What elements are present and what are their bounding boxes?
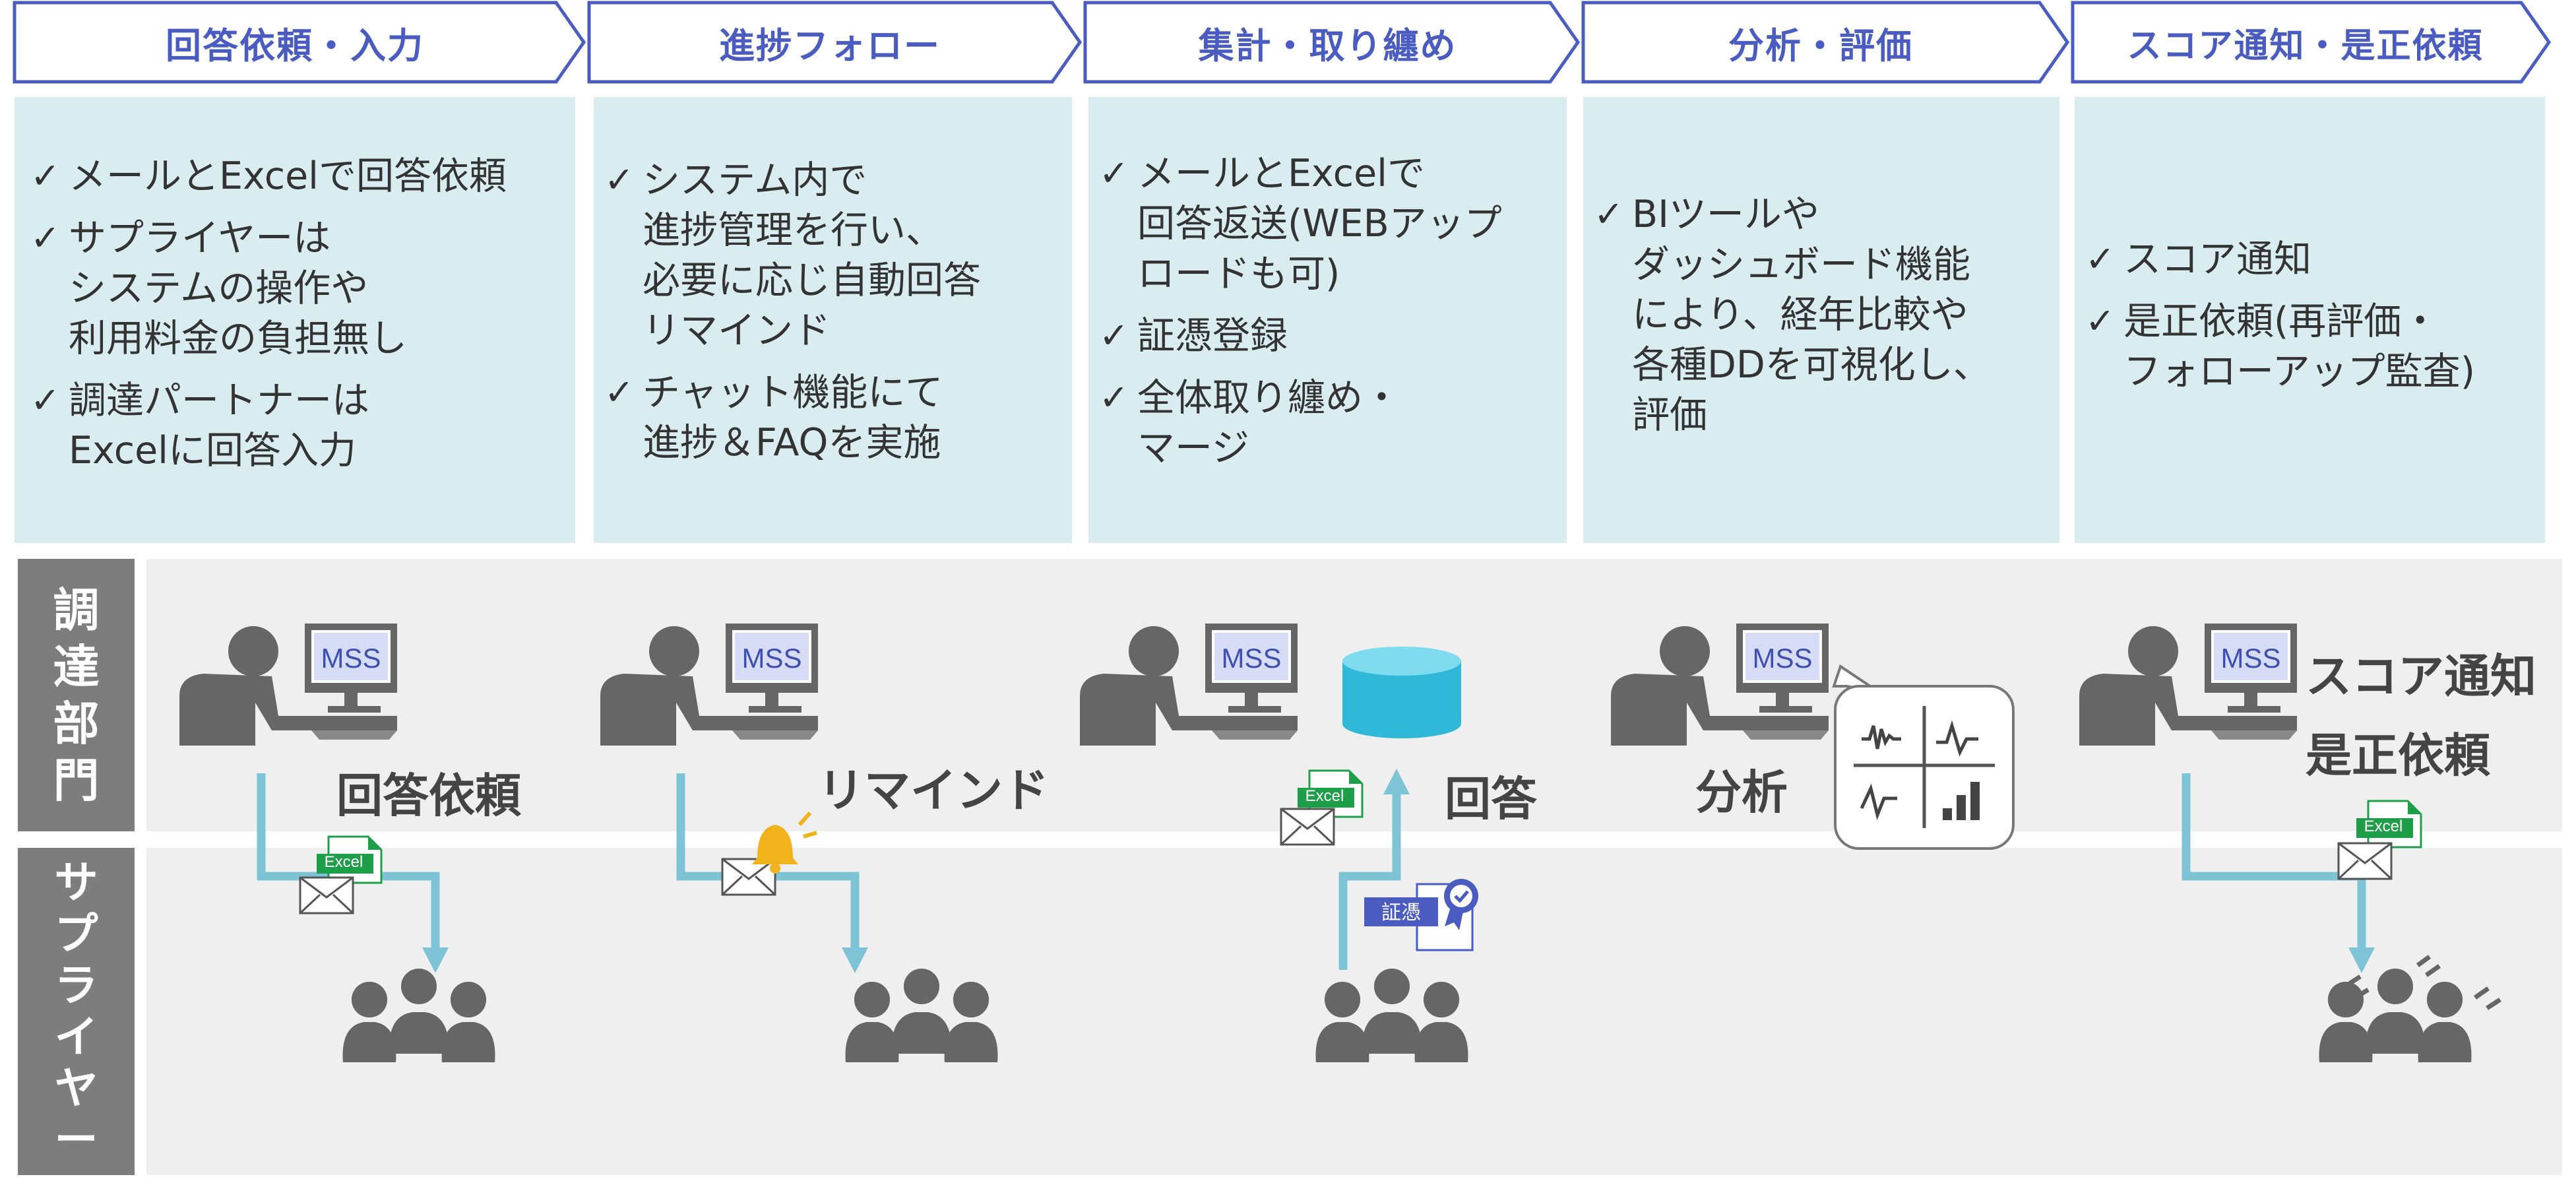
description-box-input: ✓メールとExcelで回答依頼 ✓サプライヤーはシステムの操作や利用料金の負担無…	[15, 97, 575, 543]
check-icon: ✓	[604, 159, 635, 201]
svg-text:Excel: Excel	[1305, 787, 1344, 805]
description-item: ✓チャット機能にて進捗＆FAQを実施	[602, 368, 1072, 468]
evidence-doc-icon: 証憑	[1364, 879, 1478, 951]
monitor-label: MSS	[2220, 643, 2280, 674]
check-icon: ✓	[30, 379, 61, 421]
step-label-aggregate: 集計・取り纏め	[1198, 24, 1457, 67]
description-item: ✓是正依頼(再評価・フォローアップ監査)	[2083, 296, 2545, 397]
description-item: ✓システム内で進捗管理を行い、必要に応じ自動回答リマインド	[602, 155, 1072, 356]
monitor-label: MSS	[1752, 643, 1812, 674]
description-item: ✓スコア通知	[2083, 234, 2545, 284]
lane-label-supplier: サ プ ラ イ ヤ ー	[18, 848, 135, 1175]
waveform-icon	[1862, 725, 1901, 750]
signal-icon	[1860, 783, 1897, 821]
alert-marks-icon	[2344, 955, 2501, 1010]
remind-mail-icon	[721, 812, 817, 896]
bell-icon	[752, 812, 817, 874]
check-icon: ✓	[1099, 377, 1129, 418]
step-arrow-3	[1083, 1, 1581, 84]
pulse-icon	[1936, 720, 1978, 757]
check-icon: ✓	[2085, 300, 2116, 342]
score-arrow	[2182, 773, 2366, 950]
step-arrow-1	[13, 1, 586, 84]
remind-arrow-head	[842, 947, 868, 973]
monitor-label: MSS	[741, 643, 801, 674]
score-mail-icon: Excel	[2337, 800, 2422, 880]
answer-arrow	[1338, 792, 1401, 970]
description-item: ✓全体取り纏め・マージ	[1096, 373, 1567, 473]
description-item: ✓BIツールやダッシュボード機能により、経年比較や各種DDを可視化し、評価	[1591, 189, 2059, 440]
step-label-score: スコア通知・是正依頼	[2127, 26, 2484, 66]
step-label-input: 回答依頼・入力	[166, 24, 424, 67]
check-icon: ✓	[2085, 238, 2116, 280]
check-icon: ✓	[1099, 152, 1129, 194]
description-box-analysis: ✓BIツールやダッシュボード機能により、経年比較や各種DDを可視化し、評価	[1583, 97, 2059, 543]
description-item: ✓メールとExcelで回答返送(WEBアップロードも可)	[1096, 148, 1567, 299]
database-icon	[1342, 647, 1461, 738]
check-icon: ✓	[30, 155, 61, 197]
svg-text:Excel: Excel	[2364, 817, 2403, 835]
score-arrow-head	[2348, 947, 2375, 973]
procurement-user-2-icon	[600, 624, 818, 746]
check-icon: ✓	[604, 371, 635, 413]
svg-text:Excel: Excel	[325, 853, 363, 871]
lane-label-procurement: 調 達 部 門	[18, 559, 135, 831]
description-box-aggregate: ✓メールとExcelで回答返送(WEBアップロードも可) ✓証憑登録 ✓全体取り…	[1088, 97, 1567, 543]
svg-text:証憑: 証憑	[1381, 901, 1421, 924]
step-label-analysis: 分析・評価	[1728, 24, 1913, 67]
procurement-user-1-icon	[179, 624, 397, 746]
request-mail-icon: Excel	[299, 835, 383, 914]
step-label-follow: 進捗フォロー	[719, 24, 941, 67]
request-arrow-head	[422, 947, 449, 973]
check-icon: ✓	[30, 217, 61, 259]
answer-mail-icon: Excel	[1280, 769, 1364, 846]
description-item: ✓サプライヤーはシステムの操作や利用料金の負担無し	[28, 213, 575, 364]
step-arrows-shapes	[13, 1, 2552, 84]
description-box-follow: ✓システム内で進捗管理を行い、必要に応じ自動回答リマインド ✓チャット機能にて進…	[594, 97, 1072, 543]
step-arrow-2	[587, 1, 1083, 84]
procurement-user-3-icon	[1080, 624, 1298, 746]
supplier-group-2-icon	[846, 967, 998, 1062]
description-box-score: ✓スコア通知 ✓是正依頼(再評価・フォローアップ監査)	[2075, 97, 2545, 543]
supplier-group-1-icon	[343, 967, 495, 1062]
label-answer: 回答	[1445, 772, 1537, 826]
process-steps: 回答依頼・入力 進捗フォロー 集計・取り纏め 分析・評価 スコア通知・是正依頼	[0, 0, 2576, 89]
procurement-user-4-icon	[1611, 624, 1829, 746]
label-analysis: 分析	[1695, 765, 1788, 819]
supplier-group-3-icon	[1316, 967, 1468, 1062]
label-request: 回答依頼	[336, 769, 521, 823]
monitor-label: MSS	[321, 643, 381, 674]
check-icon: ✓	[1594, 193, 1624, 235]
check-icon: ✓	[1099, 315, 1129, 356]
step-arrow-4	[1581, 1, 2070, 84]
description-item: ✓証憑登録	[1096, 311, 1567, 361]
label-score: スコア通知 是正依頼	[2306, 649, 2536, 783]
procurement-user-5-icon	[2079, 624, 2297, 746]
label-remind: リマインド	[818, 763, 1049, 817]
step-arrow-5	[2071, 1, 2552, 84]
monitor-label: MSS	[1221, 643, 1281, 674]
description-item: ✓メールとExcelで回答依頼	[28, 151, 575, 201]
supplier-group-4-icon	[2319, 967, 2472, 1062]
analysis-bubble	[1832, 664, 2015, 850]
answer-arrow-head	[1383, 769, 1410, 794]
bar-chart-icon	[1943, 782, 1980, 820]
